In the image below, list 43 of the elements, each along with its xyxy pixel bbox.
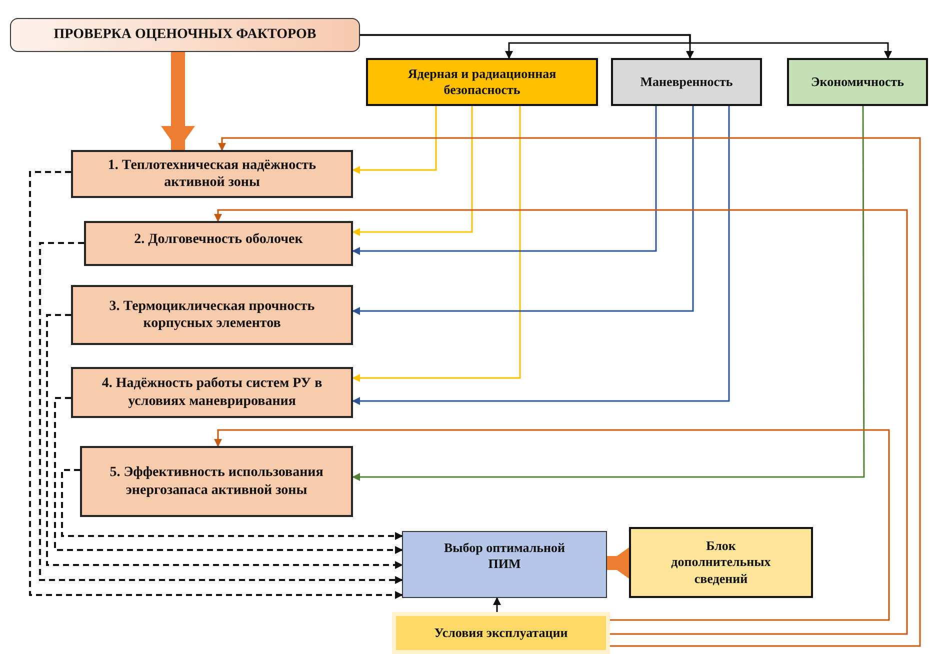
- box-label: 5. Эффективность использования энергозапаса активной зоны: [108, 464, 324, 499]
- factor-box: [71, 150, 353, 198]
- dashed-arrow: [54, 397, 403, 554]
- connector-arrow: [352, 106, 694, 315]
- box-label: Ядерная и радиационная безопасность: [406, 66, 558, 98]
- dashed-arrow: [29, 171, 403, 599]
- dashed-arrow: [61, 469, 403, 540]
- connector-arrow: [218, 137, 921, 647]
- box-label: 2. Долговечность оболочек: [134, 231, 303, 248]
- box-label: Маневренность: [640, 74, 733, 90]
- conditions-box: [392, 612, 610, 654]
- box-label: Экономичность: [810, 74, 904, 90]
- connector-arrow: [352, 106, 473, 236]
- connector-arrow: [352, 106, 657, 255]
- connector-arrow: [352, 106, 437, 174]
- block-arrow: [607, 546, 631, 580]
- factor-box: [71, 285, 353, 345]
- box-label: ПРОВЕРКА ОЦЕНОЧНЫХ ФАКТОРОВ: [54, 26, 316, 44]
- box-label: 4. Надёжность работы систем РУ в условиях маневрирования: [100, 375, 324, 410]
- dashed-arrow: [39, 242, 403, 584]
- title-box: [10, 18, 360, 52]
- connector-arrow: [360, 34, 892, 59]
- connector-arrow: [352, 106, 730, 405]
- connector-arrow: [214, 429, 890, 621]
- box-label: Выбор оптимальной ПИМ: [442, 540, 566, 572]
- connector-arrow: [352, 106, 521, 382]
- criterion-box: [611, 58, 762, 106]
- box-label: Условия эксплуатации: [434, 624, 568, 642]
- connector-arrow: [214, 209, 908, 635]
- factor-box: [84, 221, 353, 266]
- box-label: 3. Термоциклическая прочность корпусных элементов: [108, 298, 316, 332]
- result-box: [402, 531, 607, 598]
- connector-arrow: [493, 597, 501, 612]
- factor-box: [71, 367, 353, 418]
- info-box: [629, 527, 813, 598]
- connector-arrow: [352, 106, 865, 481]
- dashed-arrow: [46, 314, 403, 569]
- criterion-box: [366, 58, 598, 106]
- box-label: Блок дополнительных сведений: [670, 538, 772, 587]
- factor-box: [80, 446, 353, 517]
- block-arrow: [161, 52, 195, 150]
- criterion-box: [787, 58, 928, 106]
- box-label: 1. Теплотехническая надёжность активной зоны: [106, 156, 318, 192]
